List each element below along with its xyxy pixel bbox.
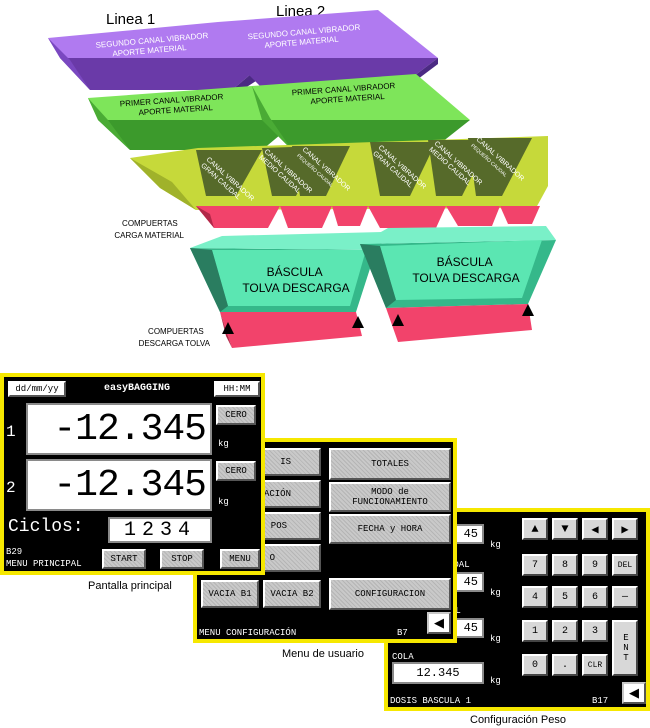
key-1[interactable]: 1 [522,620,548,642]
line1-title: Linea 1 [106,11,155,28]
key-clr[interactable]: CLR [582,654,608,676]
main-screen-name: MENU PRINCIPAL [6,559,82,569]
configuration-button[interactable]: CONFIGURACION [329,578,451,610]
key-3[interactable]: 3 [582,620,608,642]
arrow-right-icon: ▶ [621,522,629,537]
back-arrow-icon: ◀ [434,615,444,630]
hopper-line1 [190,232,384,312]
unit-1: kg [490,540,501,550]
partial-label-2: UDAL [448,560,470,570]
key-7[interactable]: 7 [522,554,548,576]
totals-button[interactable]: TOTALES [329,448,451,480]
key-enter[interactable]: ENT [612,620,638,676]
vibrator-channels [130,136,548,210]
hopper-line2 [360,226,556,308]
empty-b1-button[interactable]: VACIA B1 [201,580,259,608]
arrow-down-key[interactable]: ▼ [552,518,578,540]
line2-number: 2 [6,479,16,497]
gate-markers [222,304,534,334]
process-diagram: Linea 1 Linea 2 SEGUNDO CANAL VIBRADOR A… [48,3,556,348]
key-8[interactable]: 8 [552,554,578,576]
user-menu-caption: Menu de usuario [282,648,364,660]
key-del[interactable]: DEL [612,554,638,576]
unit-line2: kg [218,497,229,507]
key-5[interactable]: 5 [552,586,578,608]
date-display: dd/mm/yy [8,381,66,397]
stop-button[interactable]: STOP [160,549,204,569]
discharge-gates [220,304,532,348]
arrow-down-icon: ▼ [561,522,569,536]
weight-config-back-button[interactable]: ◀ [622,682,646,704]
time-display: HH:MM [214,381,260,397]
zero-button-line1[interactable]: CERO [216,405,256,425]
back-arrow-icon: ◀ [629,685,639,700]
unit-3: kg [490,634,501,644]
main-screen-code: B29 [6,547,23,557]
weight-line1-display: -12.345 [26,403,212,455]
empty-b2-button[interactable]: VACIA B2 [263,580,321,608]
user-menu-back-button[interactable]: ◀ [427,612,451,634]
main-screen: dd/mm/yy easyBAGGING HH:MM 1 -12.345 CER… [0,373,265,575]
user-menu-footer-code: B7 [397,628,408,638]
load-gates [196,206,540,228]
tail-label: COLA [392,652,414,662]
weight-config-caption: Configuración Peso [470,714,567,726]
key-2[interactable]: 2 [552,620,578,642]
gates-load-label: COMPUERTAS CARGA MATERIAL [114,219,184,240]
weight-line2-display: -12.345 [26,459,212,511]
arrow-up-key[interactable]: ▲ [522,518,548,540]
line1-number: 1 [6,423,16,441]
arrow-up-icon: ▲ [531,522,539,536]
operating-mode-line2: FUNCIONAMIENTO [352,497,428,507]
key-9[interactable]: 9 [582,554,608,576]
enter-label: ENT [620,633,631,663]
unit-2: kg [490,588,501,598]
key-dot[interactable]: . [552,654,578,676]
menu-button[interactable]: MENU [220,549,260,569]
key-minus[interactable]: — [612,586,638,608]
key-4[interactable]: 4 [522,586,548,608]
zero-button-line2[interactable]: CERO [216,461,256,481]
hopper-line2-text: BÁSCULA TOLVA DESCARGA [412,254,519,285]
tail-unit: kg [490,676,501,686]
gates-discharge-label: COMPUERTAS DESCARGA TOLVA [139,327,211,348]
arrow-left-icon: ◀ [591,522,599,537]
key-6[interactable]: 6 [582,586,608,608]
tail-value[interactable]: 12.345 [392,662,484,684]
date-time-button[interactable]: FECHA y HORA [329,514,451,544]
operating-mode-line1: MODO de [371,486,409,497]
first-channel-line1 [88,86,298,150]
start-button[interactable]: START [102,549,146,569]
unit-line1: kg [218,439,229,449]
key-0[interactable]: 0 [522,654,548,676]
weight-config-footer-name: DOSIS BASCULA 1 [390,696,472,706]
app-title: easyBAGGING [104,383,171,394]
user-menu-footer-name: MENU CONFIGURACIÓN [199,628,297,638]
operating-mode-button[interactable]: MODO de FUNCIONAMIENTO [329,482,451,512]
arrow-right-key[interactable]: ▶ [612,518,638,540]
cycles-label: Ciclos: [8,517,84,537]
cycles-value: 1234 [108,517,212,543]
hopper-line1-text: BÁSCULA TOLVA DESCARGA [242,264,349,295]
second-channel-line1 [48,22,270,90]
arrow-left-key[interactable]: ◀ [582,518,608,540]
weight-config-footer-code: B17 [592,696,609,706]
keypad: ▲ ▼ ◀ ▶ 7 8 9 DEL 4 5 6 — 1 2 3 ENT 0 . … [518,516,648,680]
main-screen-caption: Pantalla principal [88,580,172,592]
